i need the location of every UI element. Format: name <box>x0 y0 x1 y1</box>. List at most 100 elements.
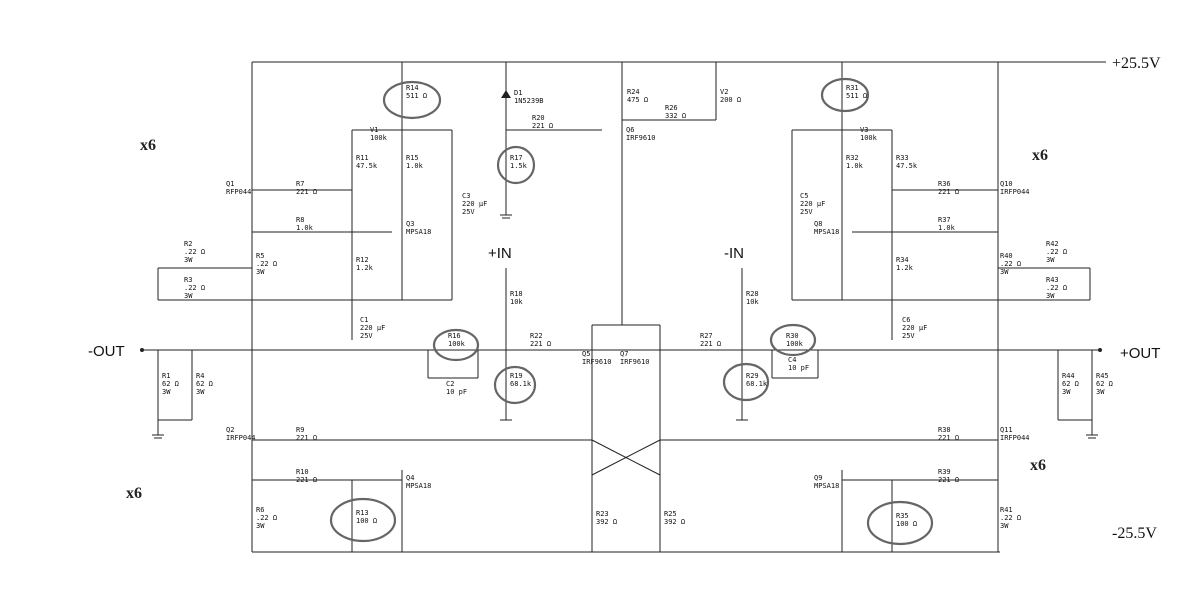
component-value: 511 Ω <box>406 92 427 100</box>
component-value: 62 Ω <box>1062 380 1079 388</box>
component-value: 25V <box>800 208 813 216</box>
component-ref: V3 <box>860 126 868 134</box>
component-value: 1.5k <box>510 162 528 170</box>
component-ref: V2 <box>720 88 728 96</box>
highlight-circles <box>329 77 934 546</box>
component-ref: R34 <box>896 256 909 264</box>
component-ref: Q1 <box>226 180 234 188</box>
component-ref: R1 <box>162 372 170 380</box>
circle-r31 <box>820 77 870 113</box>
circle-r14 <box>382 80 442 120</box>
component-ref: R17 <box>510 154 523 162</box>
component-ref: R33 <box>896 154 909 162</box>
component-value: .22 Ω <box>1000 260 1021 268</box>
component-ref: R11 <box>356 154 369 162</box>
component-value: 3W <box>256 268 265 276</box>
circle-r30 <box>769 323 817 357</box>
circle-r13 <box>329 497 397 543</box>
component-value: 62 Ω <box>162 380 179 388</box>
component-value: MPSA18 <box>406 228 431 236</box>
component-ref: R23 <box>596 510 609 518</box>
component-ref: R44 <box>1062 372 1075 380</box>
input-negative-label: -IN <box>724 245 744 262</box>
component-ref: R42 <box>1046 240 1059 248</box>
component-value: 47.5k <box>896 162 918 170</box>
component-value: 221 Ω <box>296 476 317 484</box>
component-ref: R39 <box>938 468 951 476</box>
component-ref: R28 <box>746 290 759 298</box>
component-value: 475 Ω <box>627 96 648 104</box>
component-value: 100 Ω <box>896 520 917 528</box>
component-value: .22 Ω <box>256 514 277 522</box>
input-positive-label: +IN <box>488 245 512 262</box>
component-value: 62 Ω <box>1096 380 1113 388</box>
component-value: .22 Ω <box>1046 248 1067 256</box>
component-ref: R35 <box>896 512 909 520</box>
component-ref: R10 <box>296 468 309 476</box>
component-ref: R43 <box>1046 276 1059 284</box>
component-ref: D1 <box>514 89 522 97</box>
component-value: .22 Ω <box>184 284 205 292</box>
component-ref: R29 <box>746 372 759 380</box>
component-value: 3W <box>162 388 171 396</box>
component-value: 221 Ω <box>938 434 959 442</box>
component-value: 511 Ω <box>846 92 867 100</box>
component-ref: Q4 <box>406 474 414 482</box>
component-ref: C5 <box>800 192 808 200</box>
component-value: 332 Ω <box>665 112 686 120</box>
component-value: 221 Ω <box>296 434 317 442</box>
component-value: IRF9610 <box>626 134 656 142</box>
component-ref: Q2 <box>226 426 234 434</box>
component-ref: R15 <box>406 154 419 162</box>
circle-r16 <box>432 328 480 362</box>
rail-negative-label: -25.5V <box>1112 525 1157 542</box>
component-value: 220 µF <box>462 200 487 208</box>
component-value: 221 Ω <box>530 340 551 348</box>
component-ref: R31 <box>846 84 859 92</box>
component-value: 3W <box>1096 388 1105 396</box>
component-ref: R30 <box>786 332 799 340</box>
component-ref: C4 <box>788 356 796 364</box>
multiplier-bottom-left: x6 <box>126 485 142 502</box>
component-ref: R26 <box>665 104 678 112</box>
component-ref: R20 <box>532 114 545 122</box>
component-value: .22 Ω <box>1000 514 1021 522</box>
component-value: 1.2k <box>896 264 914 272</box>
multiplier-top-left: x6 <box>140 137 156 154</box>
diode-icon <box>501 90 511 98</box>
output-positive-label: +OUT <box>1120 345 1160 362</box>
component-value: 3W <box>1000 268 1009 276</box>
component-value: 3W <box>1046 256 1055 264</box>
component-ref: R45 <box>1096 372 1109 380</box>
component-value: 68.1k <box>746 380 768 388</box>
component-value: 3W <box>1046 292 1055 300</box>
component-value: 100 Ω <box>356 517 377 525</box>
